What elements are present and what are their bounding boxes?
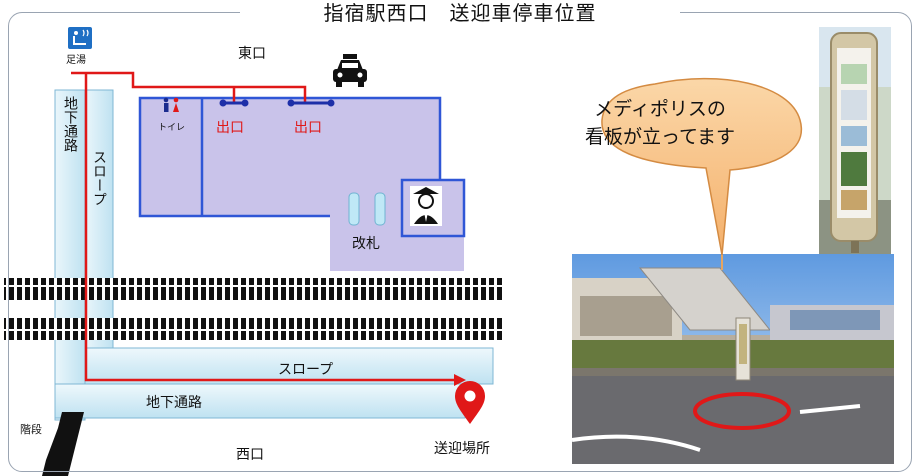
exit-door-2 xyxy=(287,99,335,107)
callout-bubble xyxy=(601,77,803,256)
stairs-label: 階段 xyxy=(20,423,42,436)
route-arrowhead xyxy=(454,374,466,386)
west-exit-label: 西口 xyxy=(236,447,264,463)
pickup-label: 送迎場所 xyxy=(434,441,490,457)
east-exit-label: 東口 xyxy=(238,46,266,62)
ticket-gate-left xyxy=(348,192,360,226)
street-photo xyxy=(571,254,894,464)
slope-vertical xyxy=(84,89,114,349)
underpass-vertical xyxy=(54,89,86,421)
exit-label-1: 出口 xyxy=(216,120,244,136)
underpass-horizontal-label: 地下通路 xyxy=(146,395,202,411)
route-line xyxy=(71,71,307,103)
underpass-vertical-label: 地下通路 xyxy=(62,96,78,152)
toilet-label: トイレ xyxy=(158,123,186,133)
underpass-horizontal xyxy=(54,383,466,419)
slope-horizontal-label: スロープ xyxy=(278,362,334,378)
callout-line-2: 看板が立ってます xyxy=(584,126,736,148)
exit-door-1 xyxy=(219,99,249,107)
footbath-icon xyxy=(68,27,92,49)
ticket-gate-right xyxy=(374,192,386,226)
station-staff-icon xyxy=(410,186,442,226)
location-pin-icon xyxy=(455,381,485,424)
footbath-label: 足湯 xyxy=(66,55,86,66)
callout-line-1: メディポリスの xyxy=(594,98,726,120)
ticket-gate-label: 改札 xyxy=(352,236,380,252)
toilet-icon xyxy=(163,97,179,112)
stairs xyxy=(42,412,84,476)
slope-vertical-label: スロープ xyxy=(91,150,107,206)
sign-location-marker xyxy=(693,392,791,430)
map-frame xyxy=(8,12,912,472)
railway-track-1 xyxy=(4,278,504,300)
taxi-icon xyxy=(333,54,367,87)
callout-text: メディポリスの 看板が立ってます xyxy=(560,95,760,151)
exit-label-2: 出口 xyxy=(294,120,322,136)
sign-photo xyxy=(819,27,891,257)
railway-track-2 xyxy=(4,318,504,340)
page-title: 指宿駅西口 送迎車停車位置 xyxy=(240,0,680,26)
slope-horizontal xyxy=(84,347,494,385)
